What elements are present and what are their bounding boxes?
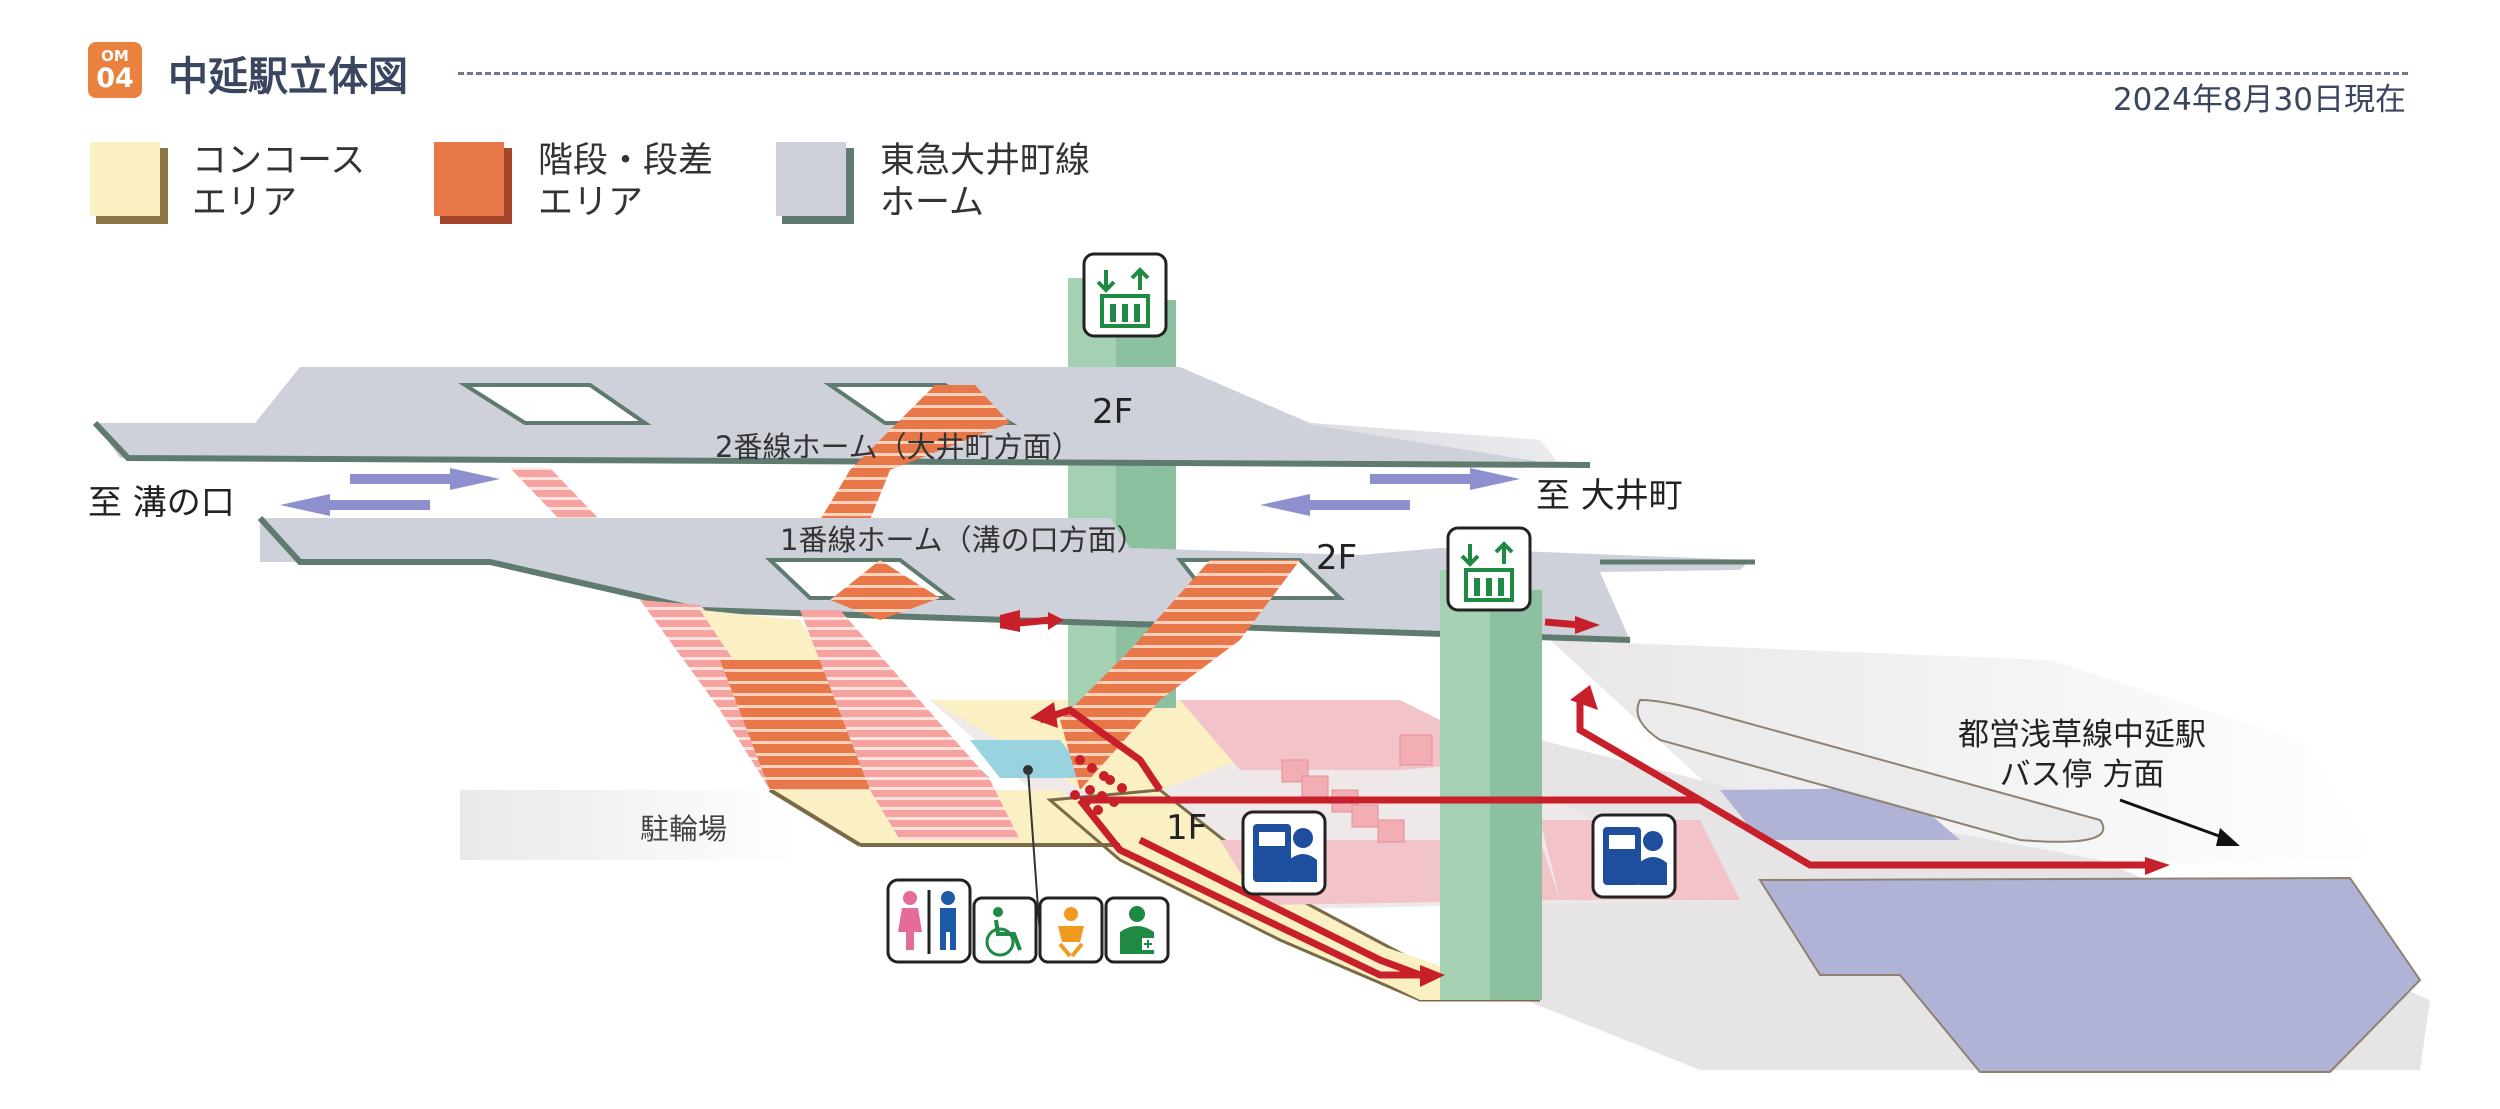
elevator-shaft-2: [1440, 570, 1542, 1000]
line-badge-number: 04: [96, 63, 134, 94]
legend-swatch-platform: [776, 142, 854, 224]
wheelchair-icon: [972, 896, 1038, 964]
bicycle-parking-label: 駐輪場: [640, 812, 728, 846]
direction-oimachi: 至 大井町: [1536, 476, 1683, 516]
stairs-p2-mid: [820, 385, 1010, 520]
floor-2f-label-lower: 2F: [1316, 538, 1358, 578]
direction-mizonokuchi: 至 溝の口: [88, 483, 235, 523]
stairs-p2-left: [510, 468, 600, 520]
restroom-leader: [1027, 769, 1041, 936]
legend-label-stairs: 階段・段差エリア: [538, 141, 714, 223]
train-direction-arrows: [280, 468, 1520, 516]
gate-dots: [1070, 755, 1127, 815]
route-arrows: [999, 616, 2150, 979]
step-blocks: [1281, 734, 1433, 843]
toei-direction-label: 都営浅草線中延駅 バス停 方面: [1958, 717, 2206, 793]
updated-date: 2024年8月30日現在: [2112, 82, 2406, 118]
ticket-machine-icon: [1591, 813, 1677, 899]
toei-arrow: [2119, 798, 2240, 846]
page-title: 中延駅立体図: [168, 54, 408, 100]
route-arrow-heads: [1000, 610, 2170, 987]
ostomate-icon: [1104, 896, 1170, 964]
legend-swatch-concourse: [90, 142, 168, 224]
baby-care-icon: [1038, 896, 1104, 964]
floor-2f-label-upper: 2F: [1092, 392, 1134, 432]
legend-label-concourse: コンコースエリア: [192, 141, 366, 223]
platform-1-label: 1番線ホーム（溝の口方面）: [780, 523, 1146, 557]
line-badge: OM 04: [88, 42, 142, 98]
floor-1f-label: 1F: [1166, 808, 1208, 848]
legend-swatch-stairs: [434, 142, 512, 224]
elevator-icon: [1446, 526, 1532, 612]
restroom-icon: [886, 878, 972, 964]
line-badge-code: OM: [101, 47, 129, 65]
ticket-machine-icon: [1241, 810, 1327, 896]
elevator-icon: [1082, 252, 1168, 338]
stairs-to-concourse: [640, 560, 1300, 840]
bicycle-parking-area: [460, 790, 800, 860]
title-divider: [458, 72, 2408, 75]
legend-label-platform: 東急大井町線ホーム: [880, 141, 1091, 223]
platform-2-label: 2番線ホーム（大井町方面）: [715, 430, 1081, 464]
platform-2: [92, 367, 1600, 468]
